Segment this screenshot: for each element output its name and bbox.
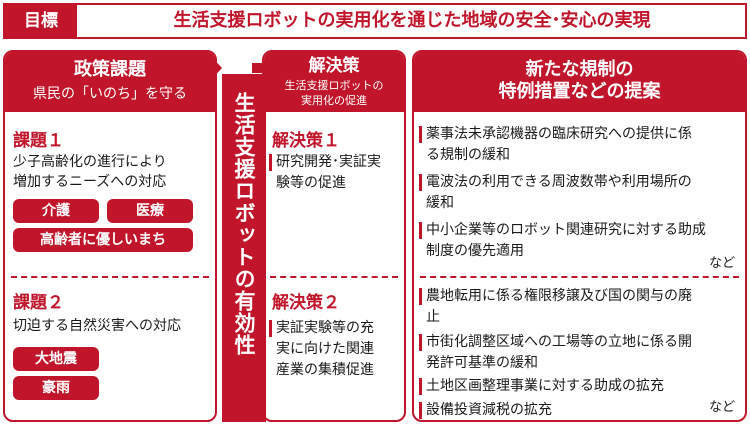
- tag-iryo: 医療: [107, 199, 193, 223]
- proposal-item: 市街化調整区域への工場等の立地に係る開 発許可基準の緩和: [414, 332, 745, 376]
- proposal-bar: [419, 126, 422, 143]
- policy-title: 政策課題: [74, 59, 146, 80]
- sol2-bar: [269, 320, 272, 337]
- proposal-bar: [419, 288, 422, 305]
- proposal-text-line1: 市街化調整区域への工場等の立地に係る開: [426, 334, 692, 350]
- proposals-divider: [420, 276, 739, 278]
- proposal-bar: [419, 334, 422, 351]
- proposal-text-line1: 薬事法未承認機器の臨床研究への提供に係: [426, 126, 692, 142]
- sol2-text-line1: 実証実験等の充: [276, 320, 374, 336]
- tag-elderly-friendly-town: 高齢者に優しいまち: [13, 228, 193, 252]
- policy-panel: 政策課題 県民の「いのち」を守る 課題１ 少子高齢化の進行により 増加するニーズ…: [3, 50, 217, 422]
- sol1-text-line2: 験等の促進: [276, 175, 346, 191]
- sol1-bar: [269, 154, 272, 171]
- tag-kaigo: 介護: [13, 199, 99, 223]
- proposal-bar: [419, 222, 422, 239]
- policy-header: 政策課題 県民の「いのち」を守る: [5, 52, 215, 112]
- tag-heavy-rain: 豪雨: [13, 376, 99, 400]
- proposal-text-line1: 土地区画整理事業に対する助成の拡充: [426, 378, 664, 394]
- sol2-text-line2: 実に向けた関連: [276, 341, 374, 357]
- sol2-item: 実証実験等の充 実に向けた関連 産業の集積促進: [264, 318, 404, 384]
- sol2-text-line3: 産業の集積促進: [276, 362, 374, 378]
- goal-label: 目標: [24, 11, 58, 31]
- proposal-bar: [419, 174, 422, 191]
- solutions-divider: [270, 276, 398, 278]
- proposal-item: 土地区画整理事業に対する助成の拡充: [414, 376, 745, 398]
- solutions-panel: 解決策 生活支援ロボットの 実用化の促進 解決策１ 研究開発･実証実 験等の促進…: [262, 50, 406, 422]
- solutions-title: 解決策: [308, 56, 360, 76]
- arrow-left-icon: [180, 55, 222, 81]
- center-banner-text: 生活支援ロボットの有効性: [232, 92, 256, 356]
- issue1-text-line1: 少子高齢化の進行により: [13, 154, 167, 170]
- group1-etc: など: [708, 256, 735, 271]
- sol1-item: 研究開発･実証実 験等の促進: [264, 152, 404, 196]
- issue1-text-line2: 増加するニーズへの対応: [13, 174, 167, 190]
- proposals-title-line1: 新たな規制の: [525, 59, 634, 80]
- proposals-panel: 新たな規制の 特例措置などの提案 薬事法未承認機器の臨床研究への提供に係 る規制…: [412, 50, 747, 422]
- proposals-title-line2: 特例措置などの提案: [498, 81, 661, 102]
- sol1-title: 解決策１: [272, 131, 340, 151]
- sol1-text-line1: 研究開発･実証実: [276, 154, 381, 170]
- proposal-text-line2: 止: [426, 309, 440, 325]
- solutions-subtitle-line1: 生活支援ロボットの: [284, 79, 384, 92]
- proposal-item: 薬事法未承認機器の臨床研究への提供に係 る規制の緩和: [414, 124, 745, 168]
- solutions-header: 解決策 生活支援ロボットの 実用化の促進: [264, 52, 404, 112]
- tag-earthquake: 大地震: [13, 347, 99, 371]
- policy-divider: [11, 276, 209, 278]
- issue1-title: 課題１: [13, 131, 64, 151]
- proposal-bar: [419, 378, 422, 395]
- proposal-text-line1: 農地転用に係る権限移譲及び国の関与の廃: [426, 288, 692, 304]
- proposal-text-line2: 発許可基準の緩和: [426, 355, 538, 371]
- center-banner-box: 生活支援ロボットの有効性: [222, 74, 266, 422]
- proposal-text-line1: 中小企業等のロボット関連研究に対する助成: [426, 222, 706, 238]
- goal-text: 生活支援ロボットの実用化を通じた地域の安全･安心の実現: [173, 10, 651, 31]
- proposal-item: 農地転用に係る権限移譲及び国の関与の廃 止: [414, 286, 745, 330]
- proposal-bar: [419, 402, 422, 419]
- proposal-item: 中小企業等のロボット関連研究に対する助成 制度の優先適用: [414, 220, 745, 264]
- goal-label-box: 目標: [5, 5, 77, 37]
- goal-bar: 目標 生活支援ロボットの実用化を通じた地域の安全･安心の実現: [3, 3, 747, 39]
- proposal-item: 電波法の利用できる周波数帯や利用場所の 緩和: [414, 172, 745, 216]
- proposal-text-line1: 設備投資減税の拡充: [426, 402, 552, 418]
- solutions-subtitle-line2: 実用化の促進: [301, 94, 367, 107]
- issue2-text: 切迫する自然災害への対応: [13, 318, 181, 334]
- proposals-header: 新たな規制の 特例措置などの提案: [414, 52, 745, 112]
- proposal-item: 設備投資減税の拡充: [414, 400, 745, 420]
- proposal-text-line2: る規制の緩和: [426, 147, 510, 163]
- sol2-title: 解決策２: [272, 293, 340, 313]
- proposal-text-line2: 緩和: [426, 195, 454, 211]
- proposal-text-line1: 電波法の利用できる周波数帯や利用場所の: [426, 174, 692, 190]
- group2-etc: など: [708, 400, 735, 415]
- policy-subtitle: 県民の「いのち」を守る: [33, 86, 187, 102]
- proposal-text-line2: 制度の優先適用: [426, 243, 524, 259]
- issue2-title: 課題２: [13, 293, 64, 313]
